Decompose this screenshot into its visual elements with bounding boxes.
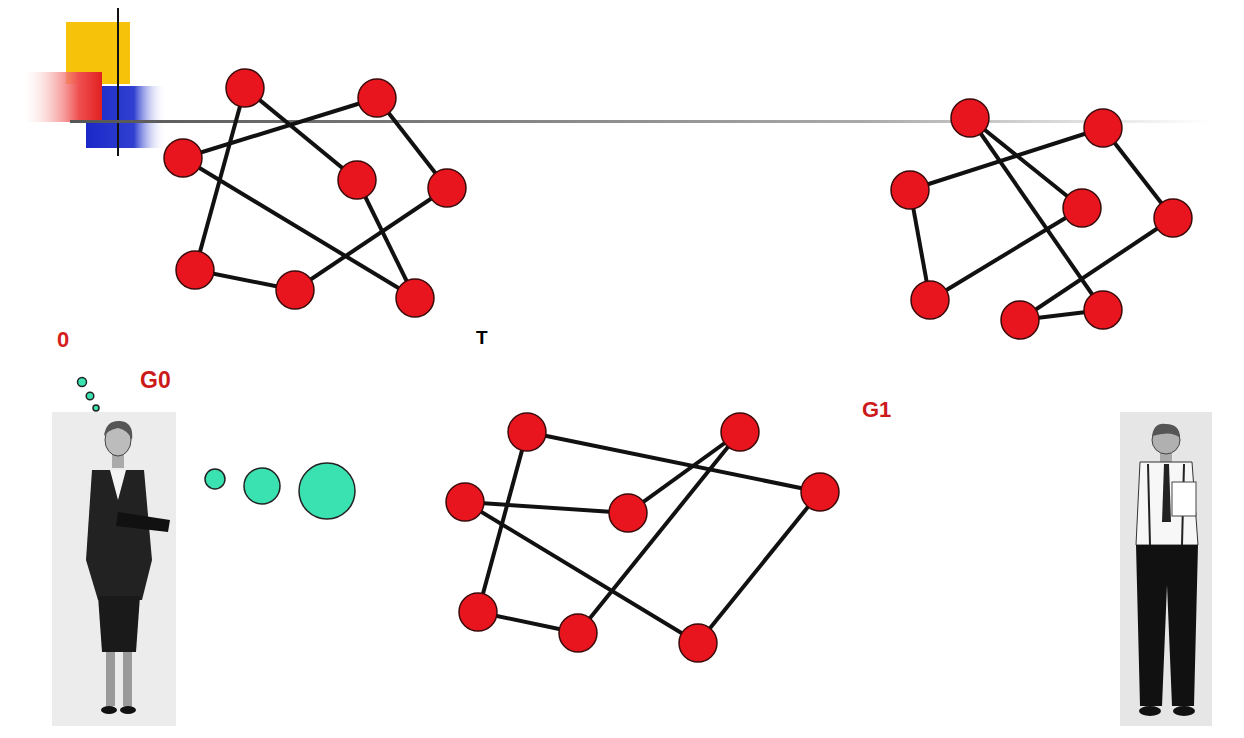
graph-vertex [396,279,434,317]
node-label: G0 [140,368,171,393]
graph-vertex [951,99,989,137]
circled-graph: G0 [105,23,513,395]
woman-figure [52,412,176,726]
graph-vertex [1001,301,1039,339]
figure-skirt [98,596,140,652]
graph-vertex [459,593,497,631]
figure-folder [116,512,170,532]
thought-bubble [244,468,280,504]
graph-vertices [446,413,839,662]
graph-vertex [176,251,214,289]
graph-vertex [358,79,396,117]
figure-jacket [86,470,152,600]
logo-square [24,72,102,122]
graph-vertices [891,99,1192,339]
figure-background [52,412,176,726]
circle-outline [109,27,509,391]
graph-edge [698,492,820,643]
thought-bubble [78,378,87,387]
graph-edge [578,432,740,633]
node-label: T [476,328,488,349]
graph-vertex [891,171,929,209]
node-outline [452,306,544,400]
figure-tie [1162,464,1171,522]
man-figure [1120,412,1212,726]
figure-shoe [1173,706,1195,716]
graph-edge [527,432,820,492]
figure-leg [123,652,132,706]
graph-vertex [559,614,597,652]
graph-vertex [1084,109,1122,147]
figure-hair [1152,424,1180,438]
graph-vertex [338,161,376,199]
graph-vertex [1063,189,1101,227]
graph-vertex [609,494,647,532]
figure-shoe [101,706,117,714]
graph-vertex [428,169,466,207]
graph-vertex [721,413,759,451]
graph-edges [465,432,820,643]
figure-suspender [1148,464,1150,545]
graph-vertex [164,139,202,177]
graph-edge [478,432,527,612]
graph-edge [970,118,1082,208]
rule-line [70,120,1210,123]
node-label: 0 [57,328,69,352]
graph-vertex [508,413,546,451]
graph-edge [930,208,1082,300]
logo-line [117,8,119,156]
transform-arrow: T [452,306,544,400]
thought-bubble [299,463,355,519]
graph-vertex [1084,291,1122,329]
graph-edges [910,118,1173,320]
node-outline [105,23,513,395]
thought-bubble [93,405,99,411]
figure-shoe [1139,706,1161,716]
node-label: G1 [862,398,891,422]
graph-vertex [276,271,314,309]
figure-shoe [120,706,136,714]
figure-leg [106,652,115,706]
thought-bubble [205,469,225,489]
thought-bubble [86,392,94,400]
thought-cloud: G1 [362,370,914,728]
graph-edge [295,188,447,290]
figure-hair [104,421,132,440]
graph-edge [970,118,1103,310]
cloud-outline [376,374,900,723]
graph-vertex [226,69,264,107]
block-arrow [456,312,542,398]
graph-vertex [911,281,949,319]
figure-background [1120,412,1212,726]
graph-edges [183,88,447,298]
figure-trousers [1136,545,1198,706]
graph-vertex [679,624,717,662]
figure-shirt [1136,462,1198,545]
graph-edge [465,502,628,513]
graph-vertex [1154,199,1192,237]
graph-vertex [446,483,484,521]
node-outline [362,370,914,728]
graph-vertices [164,69,466,317]
cloud-outline [18,313,109,368]
graph-edge [183,98,377,158]
thought-cloud: 0 [8,308,118,372]
figure-collar [110,470,126,500]
graph-edge [910,128,1103,190]
figure-paper [1172,482,1196,516]
graph-vertex [801,473,839,511]
